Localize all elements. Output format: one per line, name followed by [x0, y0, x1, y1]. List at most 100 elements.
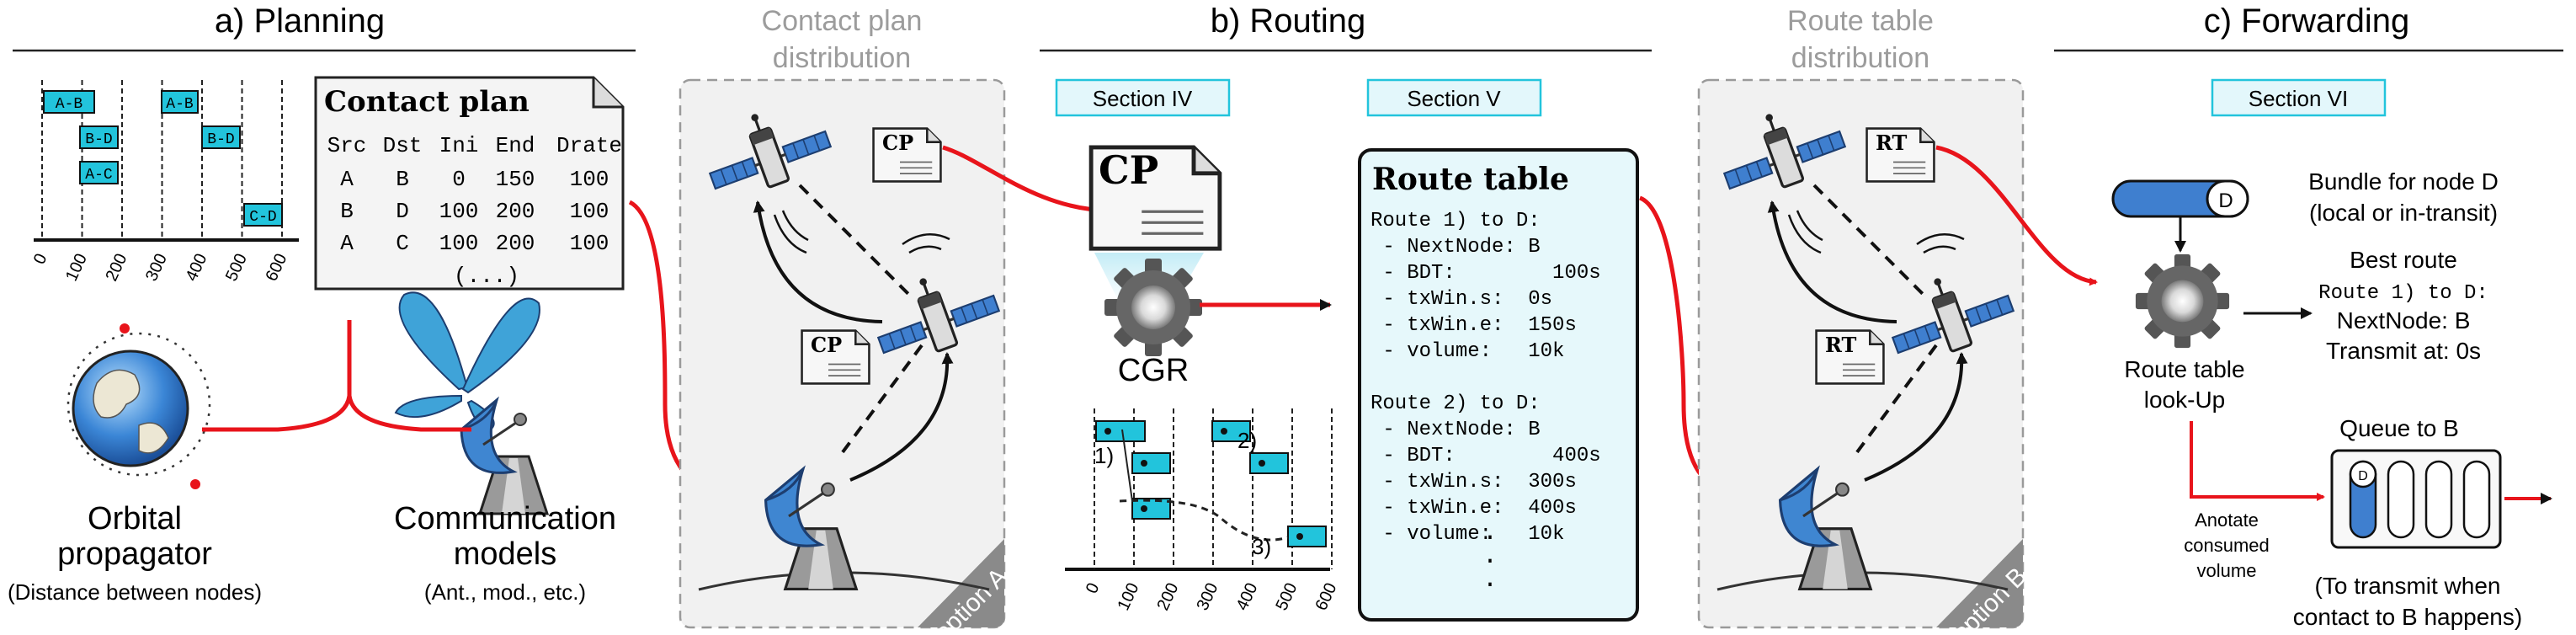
cp-cell: A: [340, 167, 354, 192]
route-tick-label: 200: [1153, 580, 1182, 614]
cgr-gear-icon: [1104, 259, 1202, 356]
cp-header-cell: Src: [327, 133, 367, 158]
cp-cell: 100: [570, 231, 609, 256]
transmit-note-1: (To transmit when: [2315, 573, 2501, 599]
plan-contact-bar-label: A-C: [85, 167, 113, 184]
route-contact-bar: [1287, 526, 1327, 547]
routing-path-label-1: 1): [1094, 443, 1114, 468]
rt-distribution-header-1: Route table: [1787, 5, 1934, 37]
annotate-label-1: Anotate: [2195, 510, 2259, 531]
planning-header: a) Planning: [215, 3, 385, 40]
route-contact-bar: [1131, 452, 1171, 474]
route-table-line: - NextNode: B: [1370, 419, 1541, 441]
route-table-line: Route 2) to D:: [1370, 392, 1541, 415]
bundle-icon: D: [2111, 179, 2249, 218]
bundle-for-label-1: Bundle for node D: [2308, 168, 2499, 195]
queue-title: Queue to B: [2339, 415, 2459, 441]
route-table-line: - BDT: 400s: [1370, 445, 1601, 467]
best-route-transmit-at: Transmit at: 0s: [2326, 338, 2481, 364]
cp-cell: 200: [496, 199, 535, 224]
cp-header-cell: End: [496, 133, 535, 158]
cp-cell: C: [396, 231, 409, 256]
section-vi-box: Section VI: [2211, 78, 2387, 117]
option-b-links: [1767, 184, 1968, 482]
routing-cp-label: CP: [1099, 147, 1158, 193]
route-contact-bar: [1095, 420, 1146, 442]
route-table-line: - txWin.e: 400s: [1370, 497, 1577, 520]
option-b-doc-rt-2-label: RT: [1825, 333, 1857, 357]
route-tick-label: 400: [1232, 580, 1261, 614]
option-a-doc-cp-2-label: CP: [811, 333, 842, 357]
plan-tick-label: 0: [30, 251, 51, 267]
queue-to-b: D: [2330, 449, 2502, 549]
plan-tick-label: 300: [142, 251, 171, 285]
route-table-line: - txWin.s: 0s: [1370, 288, 1552, 311]
antenna-pattern-icon: [394, 291, 540, 433]
cp-distribution-header-1: Contact plan: [762, 5, 923, 37]
cp-cell: 100: [439, 199, 479, 224]
route-tick-label: 600: [1312, 580, 1340, 614]
cp-header-cell: Dst: [383, 133, 423, 158]
section-iv-box: Section IV: [1055, 78, 1231, 117]
plan-contact-bar: [79, 125, 119, 149]
plan-contact-bar-label: B-D: [85, 131, 112, 148]
cp-cell: B: [396, 167, 409, 192]
cp-cell: 0: [452, 167, 466, 192]
route-contact-bar: [1211, 420, 1251, 442]
annotate-label-3: volume: [2197, 560, 2257, 581]
best-route-label: Best route: [2350, 247, 2457, 273]
route-table-dot-1: .: [1482, 519, 1498, 547]
transmit-note-2: contact to B happens): [2293, 604, 2522, 630]
route-tick-label: 0: [1083, 580, 1104, 596]
forwarding-header: c) Forwarding: [2204, 3, 2410, 40]
orbital-label-2: propagator: [57, 536, 212, 572]
orbital-label-1: Orbital: [88, 501, 182, 536]
cp-header-cell: Ini: [439, 133, 479, 158]
annotate-label-2: consumed: [2184, 535, 2270, 556]
route-bundle-marker: [1259, 460, 1265, 467]
comm-sub-label: (Ant., mod., etc.): [424, 579, 586, 605]
flow-cp-to-routing: [942, 145, 1113, 215]
plan-contact-bar-label: A-B: [56, 96, 83, 113]
plan-tick-label: 200: [102, 251, 130, 285]
lookup-gear-icon: [2135, 253, 2230, 349]
best-route-route: Route 1) to D:: [2318, 282, 2488, 305]
lookup-label-2: look-Up: [2144, 387, 2225, 413]
option-b-doc-rt-1-label: RT: [1876, 131, 1908, 155]
route-table-line: - BDT: 100s: [1370, 262, 1601, 285]
route-table-box: Route table Route 1) to D: - NextNode: B…: [1358, 148, 1639, 622]
cp-cell: A: [340, 231, 354, 256]
route-table-line: - volume: 10k: [1370, 523, 1564, 546]
plan-contact-bar: [243, 203, 283, 227]
rt-distribution-header-2: distribution: [1791, 42, 1929, 74]
cp-distribution-header-2: distribution: [773, 42, 911, 74]
route-table-line: - volume: 10k: [1370, 340, 1564, 363]
option-a-links: [753, 184, 954, 482]
route-table-title: Route table: [1372, 162, 1569, 197]
routing-header: b) Routing: [1211, 3, 1366, 40]
route-bundle-marker: [1141, 460, 1147, 467]
route-tick-label: 100: [1114, 580, 1142, 614]
cgr-label: CGR: [1118, 353, 1189, 388]
lookup-to-queue-flow: [2190, 421, 2325, 501]
cp-cell: 100: [439, 231, 479, 256]
orbital-globe-icon: [67, 323, 211, 489]
cp-header-cell: Drate: [556, 133, 622, 158]
bundle-for-label-2: (local or in-transit): [2309, 200, 2498, 226]
lookup-label-1: Route table: [2124, 356, 2244, 382]
svg-text:Section IV: Section IV: [1093, 86, 1193, 111]
cp-cell: 200: [496, 231, 535, 256]
plan-contact-bar: [79, 161, 119, 184]
routing-path-label-2: 2): [1237, 428, 1257, 453]
route-contact-bar: [1131, 498, 1171, 520]
plan-contact-bar-label: B-D: [207, 131, 234, 148]
route-tick-label: 500: [1272, 580, 1301, 614]
contact-plan-title: Contact plan: [324, 85, 530, 119]
cp-cell: D: [396, 199, 409, 224]
route-bundle-marker: [1104, 428, 1111, 435]
cp-ellipsis: (...): [454, 264, 519, 289]
planning-merge-connector: [202, 320, 471, 432]
